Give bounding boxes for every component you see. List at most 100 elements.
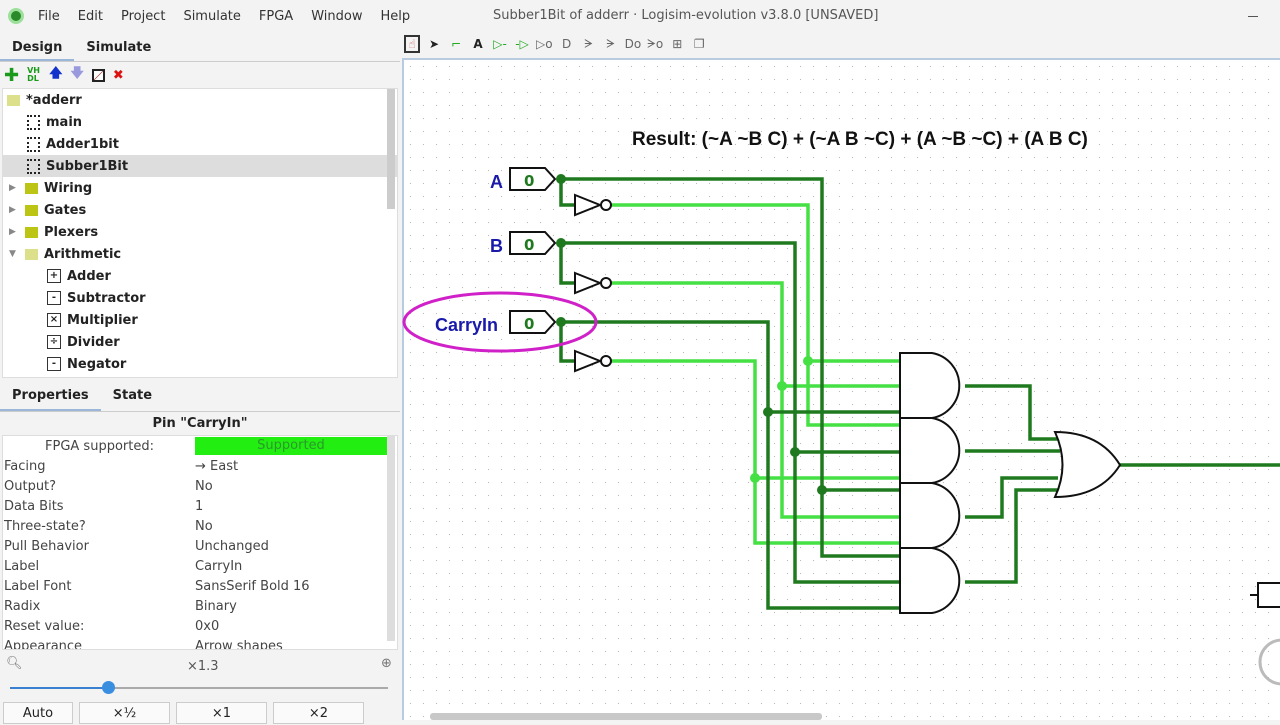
svg-text:0: 0: [524, 172, 534, 190]
pin-b[interactable]: 0 B: [490, 231, 557, 256]
tree-scrollbar[interactable]: [387, 89, 395, 209]
tree-item-adder[interactable]: +Adder: [3, 265, 397, 287]
tree-folder-plexers[interactable]: ▶Plexers: [9, 224, 99, 240]
circuit-canvas[interactable]: Result: (~A ~B C) + (~A B ~C) + (A ~B ~C…: [402, 58, 1280, 720]
nand-gate-icon[interactable]: Do: [624, 37, 642, 51]
property-row[interactable]: Reset value:0x0: [3, 616, 397, 636]
tree-circuit-adder1bit[interactable]: Adder1bit: [3, 133, 397, 155]
tab-state[interactable]: State: [112, 388, 153, 403]
circuit-drawing: Result: (~A ~B C) + (~A B ~C) + (A ~B ~C…: [402, 129, 1280, 686]
zoom-in-icon[interactable]: ⊕: [381, 656, 392, 671]
menu-project[interactable]: Project: [120, 8, 166, 24]
not-gate-icon[interactable]: ▷o: [536, 37, 553, 51]
properties-title: Pin "CarryIn": [152, 416, 248, 431]
tree-item-divider[interactable]: ÷Divider: [3, 331, 397, 353]
zoom-auto-button[interactable]: Auto: [3, 702, 73, 724]
canvas-horizontal-scrollbar[interactable]: [430, 713, 822, 720]
poke-tool-icon[interactable]: ☝: [404, 35, 420, 53]
window-title: Subber1Bit of adderr · Logisim-evolution…: [493, 8, 879, 23]
tree-item-subtractor[interactable]: -Subtractor: [3, 287, 397, 309]
tree-circuit-main[interactable]: main: [3, 111, 397, 133]
tab-properties[interactable]: Properties: [0, 384, 101, 411]
expand-icon[interactable]: ▶: [9, 205, 16, 215]
tree-folder-gates[interactable]: ▶Gates: [9, 202, 87, 218]
add-circuit-icon[interactable]: ✚: [4, 64, 20, 86]
circuit-icon: [27, 136, 40, 152]
tree-folder-arithmetic[interactable]: ▼Arithmetic: [9, 246, 122, 262]
subtractor-icon: -: [47, 291, 61, 305]
library-circuit-icon[interactable]: ❐: [693, 37, 705, 51]
tab-simulate[interactable]: Simulate: [86, 40, 152, 55]
menu-edit[interactable]: Edit: [77, 8, 103, 24]
properties-scrollbar[interactable]: [387, 436, 395, 641]
prop-value[interactable]: 0x0: [195, 618, 220, 634]
tree-root[interactable]: *adderr: [3, 89, 397, 111]
minimize-button[interactable]: [1248, 16, 1258, 17]
prop-value[interactable]: No: [195, 478, 213, 494]
property-row[interactable]: Facing→ East: [3, 456, 397, 476]
text-tool-icon[interactable]: A: [473, 37, 483, 51]
prop-value[interactable]: No: [195, 518, 213, 534]
xor-gate-icon[interactable]: ᗒ: [606, 36, 615, 51]
prop-value[interactable]: Unchanged: [195, 538, 269, 554]
pin-label: B: [490, 236, 503, 256]
library-icon: [7, 94, 20, 106]
move-down-icon[interactable]: 🡇: [70, 66, 84, 81]
collapse-icon[interactable]: ▼: [9, 249, 16, 259]
zoom-slider-thumb[interactable]: [102, 681, 116, 694]
select-tool-icon[interactable]: ➤: [428, 37, 440, 51]
zoom-2-button[interactable]: ×2: [273, 702, 364, 724]
prop-value[interactable]: SansSerif Bold 16: [195, 578, 310, 594]
prop-key: Three-state?: [4, 518, 86, 534]
output-pin-partial[interactable]: [1250, 582, 1280, 608]
menu-file[interactable]: File: [38, 8, 60, 24]
wires-low: [559, 177, 1280, 610]
subcircuit-icon[interactable]: ⊞: [672, 37, 683, 51]
prop-key: FPGA supported:: [45, 438, 154, 454]
prop-key: Appearance: [4, 638, 83, 650]
menu-fpga[interactable]: FPGA: [258, 8, 294, 24]
property-row[interactable]: Appearance Arrow shapes: [3, 636, 397, 650]
prop-value[interactable]: → East: [195, 458, 239, 474]
prop-value[interactable]: Arrow shapes: [195, 638, 283, 650]
and-gate-icon[interactable]: D: [561, 37, 572, 51]
zoom-1-button[interactable]: ×1: [176, 702, 267, 724]
zoom-out-icon[interactable]: 🔍︎: [6, 656, 23, 671]
prop-value[interactable]: CarryIn: [195, 558, 243, 574]
or-gate-icon[interactable]: ᗒ: [584, 36, 593, 51]
nor-gate-icon[interactable]: ᗒo: [647, 36, 664, 51]
tree-folder-wiring[interactable]: ▶Wiring: [9, 180, 93, 196]
pin-a[interactable]: 0 A: [490, 167, 557, 192]
expand-icon[interactable]: ▶: [9, 183, 16, 193]
expand-icon[interactable]: ▶: [9, 227, 16, 237]
multiplier-icon: ×: [47, 313, 61, 327]
library-icon: [25, 248, 38, 260]
menu-help[interactable]: Help: [380, 8, 411, 24]
prop-value[interactable]: Binary: [195, 598, 237, 614]
tree-item-negator[interactable]: -Negator: [3, 353, 397, 375]
zoom-slider[interactable]: [10, 681, 388, 694]
menu-window[interactable]: Window: [311, 8, 363, 24]
pin-carryin[interactable]: 0 CarryIn: [435, 310, 557, 335]
wire-tool-icon[interactable]: ⌐: [450, 37, 462, 51]
input-pin-icon[interactable]: ▷-: [493, 37, 507, 51]
zoom-half-button[interactable]: ×½: [79, 702, 170, 724]
prop-value[interactable]: 1: [195, 498, 204, 514]
add-vhdl-icon[interactable]: VH DL: [27, 66, 40, 83]
output-pin-icon[interactable]: -▷: [515, 37, 529, 51]
tree-item-multiplier[interactable]: ×Multiplier: [3, 309, 397, 331]
delete-icon[interactable]: ✖: [112, 67, 124, 83]
property-row[interactable]: Output?No: [3, 476, 397, 496]
menu-simulate[interactable]: Simulate: [183, 8, 241, 24]
tree-circuit-subber1bit[interactable]: Subber1Bit: [3, 155, 397, 177]
tab-design[interactable]: Design: [0, 36, 75, 61]
edit-appearance-icon[interactable]: [91, 68, 105, 82]
property-row[interactable]: Three-state? No: [3, 516, 397, 536]
move-up-icon[interactable]: 🡅: [49, 66, 63, 81]
offscreen-component: [1258, 638, 1280, 686]
